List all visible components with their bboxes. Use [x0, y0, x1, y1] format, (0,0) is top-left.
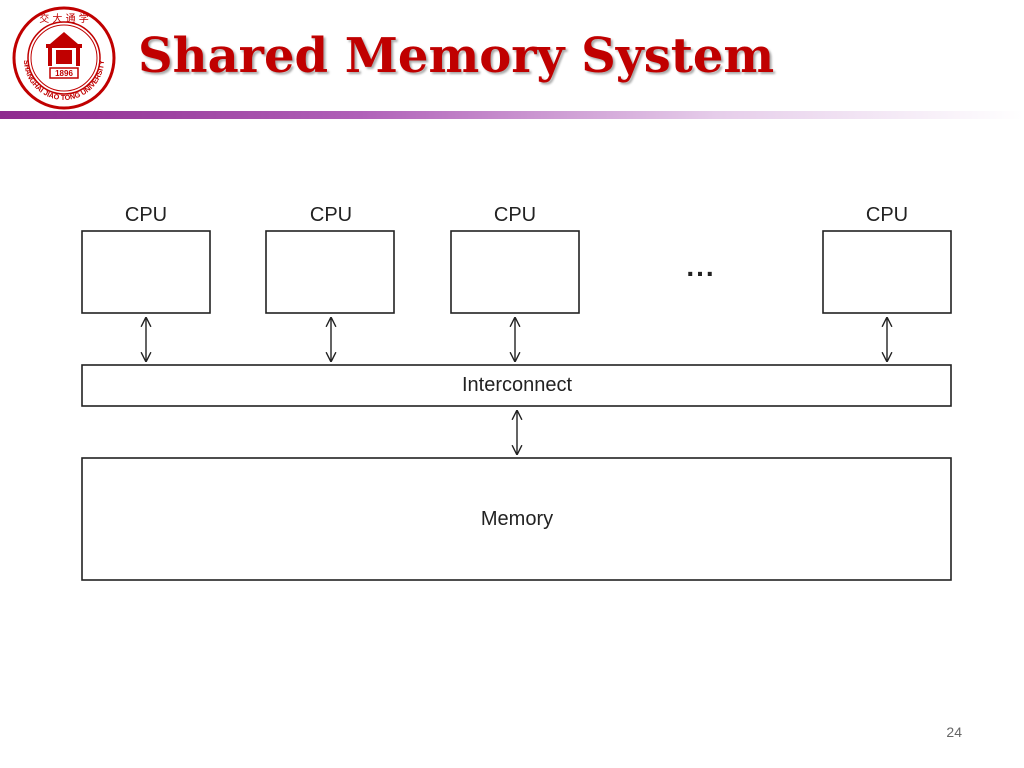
page-number: 24: [946, 724, 962, 740]
cpu-label-4: CPU: [866, 204, 908, 226]
seal-year: 1896: [55, 69, 73, 78]
ellipsis: ...: [686, 251, 715, 282]
university-seal-icon: 1896 交 大 通 学 SHANGHAI JIAO TONG UNIVERSI…: [12, 6, 116, 110]
cpu-box-4: [822, 230, 952, 314]
cpu-box-3: [450, 230, 580, 314]
interconnect-label: Interconnect: [462, 374, 573, 396]
memory-box: [81, 457, 952, 581]
cpu-label-2: CPU: [310, 204, 352, 226]
cpu-box-1: [81, 230, 211, 314]
page-title: Shared Memory System: [138, 28, 775, 84]
cpu-label-1: CPU: [125, 204, 167, 226]
seal-top-text: 交 大 通 学: [39, 12, 89, 25]
title-divider-bar: [0, 111, 1024, 119]
cpu-label-3: CPU: [494, 204, 536, 226]
cpu-box-2: [265, 230, 395, 314]
interconnect-box: [81, 364, 952, 407]
memory-label: Memory: [481, 508, 553, 530]
